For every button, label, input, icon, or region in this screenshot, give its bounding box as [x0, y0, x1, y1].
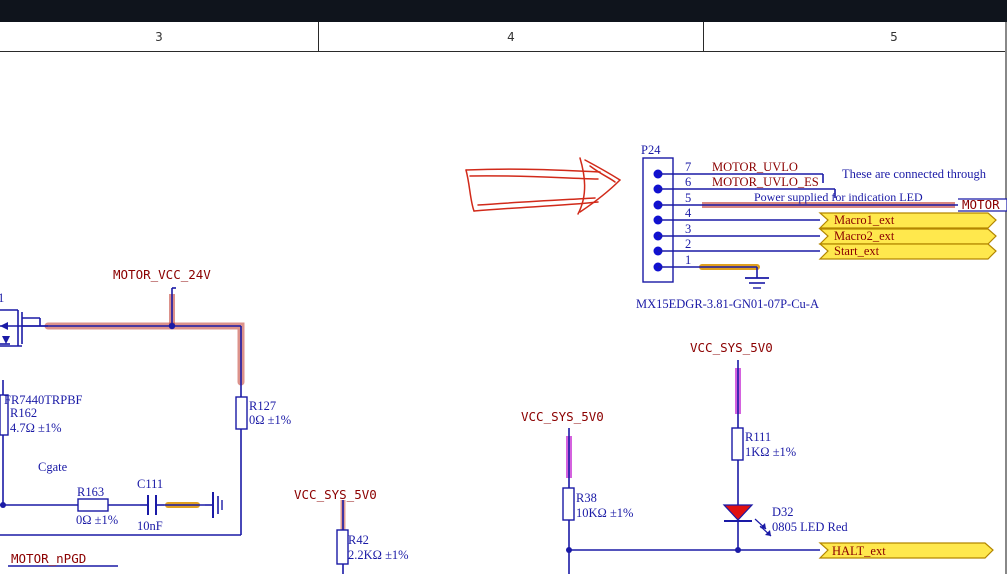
r163-value: 0Ω ±1% — [76, 513, 118, 527]
sheet-column-ruler: 3 4 5 — [0, 22, 1007, 52]
net-highlights — [44, 202, 955, 530]
start-ext-port[interactable] — [818, 243, 997, 260]
r111-symbol[interactable] — [731, 360, 744, 505]
c111-symbol[interactable] — [140, 495, 164, 515]
r42-ref: R42 — [348, 533, 369, 547]
svg-text:5: 5 — [685, 191, 691, 205]
r163-ref: R163 — [77, 485, 104, 499]
note-power-led: Power supplied for indication LED — [754, 190, 923, 204]
r38-symbol[interactable] — [562, 428, 575, 574]
net-label-vcc-sys-r42: VCC_SYS_5V0 — [294, 487, 377, 502]
p24-part-number: MX15EDGR-3.81-GN01-07P-Cu-A — [636, 297, 819, 311]
c111-ref: C111 — [137, 477, 163, 491]
svg-text:1: 1 — [685, 253, 691, 267]
net-label-vcc-sys-r38: VCC_SYS_5V0 — [521, 409, 604, 424]
mosfet-part-number: FR7440TRPBF — [4, 393, 83, 407]
macro1-ext-port[interactable] — [818, 212, 997, 229]
ground-symbol-left — [205, 492, 223, 518]
ruler-column-4: 4 — [319, 22, 704, 51]
r111-value: 1KΩ ±1% — [745, 445, 796, 459]
r38-value: 10KΩ ±1% — [576, 506, 633, 520]
p24-pin-numbers: 7 6 5 4 3 2 1 — [685, 160, 692, 267]
macro2-ext-label: Macro2_ext — [834, 229, 895, 243]
net-label-motor-uvlo-es: MOTOR_UVLO_ES — [712, 175, 819, 189]
start-ext-label: Start_ext — [834, 244, 880, 258]
ruler-column-3: 3 — [0, 22, 319, 51]
r127-ref: R127 — [249, 399, 276, 413]
r162-ref: R162 — [10, 406, 37, 420]
r127-value: 0Ω ±1% — [249, 413, 291, 427]
r163-body[interactable] — [77, 498, 109, 512]
svg-text:6: 6 — [685, 175, 691, 189]
svg-text:2: 2 — [685, 237, 691, 251]
d32-ref: D32 — [772, 505, 794, 519]
p24-connector[interactable] — [642, 157, 958, 283]
net-label-motor-vcc: MOTOR_VCC_24V — [113, 267, 211, 282]
mosfet-symbol[interactable] — [0, 309, 48, 347]
net-label-vcc-sys-r111: VCC_SYS_5V0 — [690, 340, 773, 355]
r127-body[interactable] — [235, 396, 248, 430]
macro1-ext-label: Macro1_ext — [834, 213, 895, 227]
net-label-motor-npgd: MOTOR_nPGD — [11, 551, 86, 566]
ground-symbol-p24 — [745, 267, 769, 289]
net-label-motor-right: MOTOR — [962, 197, 1000, 212]
r42-symbol[interactable] — [336, 500, 349, 574]
r162-value: 4.7Ω ±1% — [10, 421, 62, 435]
halt-ext-port[interactable] — [818, 542, 994, 559]
d32-value: 0805 LED Red — [772, 520, 848, 534]
r162-body[interactable] — [0, 394, 9, 436]
svg-text:7: 7 — [685, 160, 691, 174]
ruler-column-5: 5 — [890, 29, 898, 44]
r38-ref: R38 — [576, 491, 597, 505]
p24-designator: P24 — [641, 143, 661, 157]
r111-ref: R111 — [745, 430, 771, 444]
hand-drawn-arrow-annotation — [465, 157, 621, 215]
window-title-bar — [0, 0, 1007, 22]
cgate-label: Cgate — [38, 460, 68, 474]
mosfet-ref-fragment: 1 — [0, 291, 4, 305]
r42-value: 2.2KΩ ±1% — [348, 548, 409, 562]
net-label-motor-uvlo: MOTOR_UVLO — [712, 160, 798, 174]
svg-text:3: 3 — [685, 222, 691, 236]
halt-ext-label: HALT_ext — [832, 544, 886, 558]
d32-led-symbol[interactable] — [722, 504, 772, 550]
note-connected-through: These are connected through — [842, 167, 987, 181]
c111-value: 10nF — [137, 519, 163, 533]
svg-text:4: 4 — [685, 206, 692, 220]
sheet-right-border — [1005, 22, 1007, 574]
motor-port-right[interactable] — [958, 198, 1007, 212]
